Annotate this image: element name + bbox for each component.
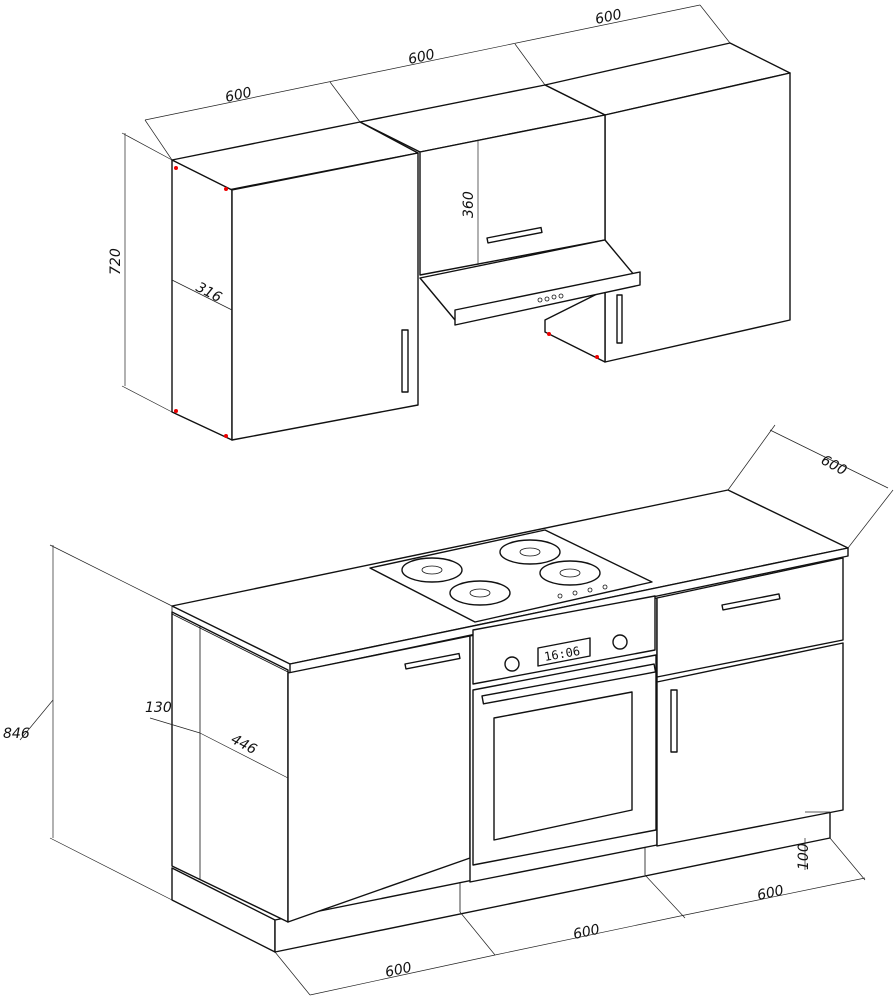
upper-height-label: 720 (108, 248, 124, 275)
lower-height-label: 846 (3, 726, 30, 742)
upper-cabinet-left (171, 121, 419, 441)
side-panel (171, 611, 289, 923)
upper-dimension-lines (121, 4, 731, 413)
side-gap-label: 130 (145, 700, 172, 716)
lower-left-width-label: 600 (384, 960, 414, 981)
lower-depth-label: 600 (818, 452, 849, 479)
lower-middle-width-label: 600 (572, 922, 602, 943)
upper-middle-width-label: 600 (407, 47, 437, 68)
upper-left-width-label: 600 (224, 85, 254, 106)
upper-cabinet-middle (359, 84, 606, 276)
drawer (656, 557, 844, 678)
upper-right-width-label: 600 (594, 7, 624, 28)
range-hood (419, 239, 641, 326)
lower-right-width-label: 600 (756, 883, 786, 904)
upper-cabinet-right (544, 42, 791, 363)
oven-clock-display: 16:06 (543, 644, 581, 664)
lower-dimension-lines (19, 424, 894, 996)
oven: 16:06 (469, 595, 658, 883)
left-door (287, 635, 471, 923)
right-door (656, 642, 844, 847)
upper-middle-height-label: 360 (461, 191, 477, 218)
plinth-height-label: 100 (796, 843, 812, 870)
cooktop (369, 529, 653, 623)
